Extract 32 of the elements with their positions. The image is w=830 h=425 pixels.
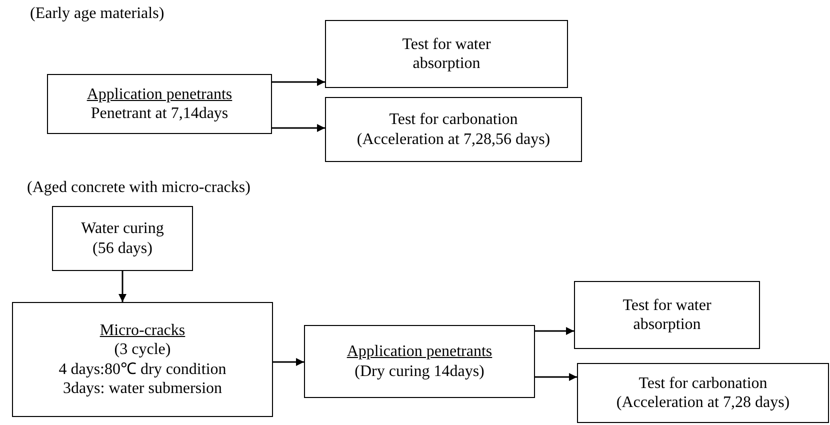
process-box <box>577 363 829 423</box>
step-heading: Micro-cracks <box>100 321 186 340</box>
arrow <box>273 358 304 366</box>
process-box <box>325 20 568 88</box>
step-text: 3days: water submersion <box>62 378 222 398</box>
process-box <box>12 302 273 417</box>
step-text: (Acceleration at 7,28 days) <box>616 393 790 412</box>
step-text: (3 cycle) <box>114 340 171 360</box>
step-text: Test for carbonation <box>638 374 768 393</box>
arrow <box>272 124 325 132</box>
section-label: (Early age materials) <box>30 4 164 24</box>
step-text: (56 days) <box>92 238 152 258</box>
step-text: Water curing <box>81 219 164 238</box>
arrow <box>272 78 325 86</box>
step-text: 4 days:80℃ dry condition <box>58 360 226 379</box>
step-text: Test for water absorption <box>401 34 492 74</box>
arrow <box>118 271 126 302</box>
step-heading: Application penetrants <box>346 342 492 362</box>
step-text: (Dry curing 14days) <box>354 362 484 381</box>
process-box <box>47 74 272 134</box>
process-box <box>52 206 193 271</box>
step-text: Test for carbonation <box>389 110 518 130</box>
arrow <box>535 373 577 381</box>
process-box <box>574 281 760 349</box>
step-text: (Acceleration at 7,28,56 days) <box>356 130 550 149</box>
arrow <box>535 327 574 335</box>
process-box <box>304 325 535 398</box>
process-box <box>325 97 582 162</box>
section-label: (Aged concrete with micro-cracks) <box>27 178 250 198</box>
step-text: Test for water absorption <box>622 296 712 334</box>
step-heading: Application penetrants <box>86 84 232 104</box>
step-text: Penetrant at 7,14days <box>90 104 228 124</box>
